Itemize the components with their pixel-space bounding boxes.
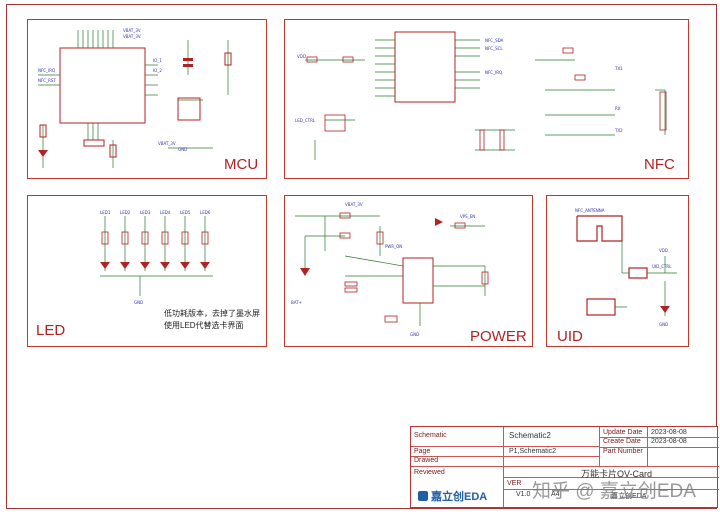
svg-text:GND: GND: [659, 322, 668, 327]
svg-text:VPS_EN: VPS_EN: [460, 214, 475, 219]
uid-label: UID: [557, 328, 583, 345]
svg-text:NFC_SCL: NFC_SCL: [485, 46, 503, 51]
power-block: VBAT_3V VPS_EN PWR_ON BAT+ GND POWER: [284, 195, 533, 347]
reviewed-field-label: Reviewed: [414, 469, 445, 476]
svg-text:VDD: VDD: [297, 54, 306, 59]
led-schematic-drawing: LED1 LED2 LED3 LED4 LED5 LED6 GND: [100, 210, 213, 305]
drawed-field-label: Drawed: [414, 457, 439, 464]
frame-right: [716, 4, 717, 508]
update-date-label: Update Date: [603, 429, 643, 436]
led-label: LED: [36, 322, 66, 339]
zhihu-watermark: 知乎 @ 嘉立创EDA: [532, 481, 696, 502]
svg-text:LED6: LED6: [200, 210, 211, 215]
svg-text:RX: RX: [615, 106, 621, 111]
page-field-value: P1,Schematic2: [509, 448, 557, 455]
svg-text:NFC_SDA: NFC_SDA: [485, 38, 504, 43]
svg-text:UID_CTRL: UID_CTRL: [652, 264, 672, 269]
company-name: 嘉立创EDA: [611, 493, 647, 500]
mcu-label: MCU: [224, 156, 259, 173]
update-date-value: 2023-08-08: [651, 429, 687, 436]
svg-text:NFC_IRQ: NFC_IRQ: [485, 70, 502, 75]
svg-text:LED5: LED5: [180, 210, 191, 215]
frame-bottom: [6, 508, 717, 509]
size-value: A4: [551, 491, 560, 498]
easyeda-logo: 嘉立创EDA: [418, 488, 487, 504]
svg-text:VDD: VDD: [659, 248, 668, 253]
ver-value: V1.0: [516, 491, 531, 498]
svg-text:GND: GND: [178, 147, 187, 152]
svg-text:IO_1: IO_1: [153, 58, 162, 63]
svg-text:LED_CTRL: LED_CTRL: [295, 118, 316, 123]
led-note-line-1: 低功耗版本，去掉了墨水屏: [164, 309, 260, 318]
svg-text:TX2: TX2: [614, 128, 623, 133]
svg-text:NFC_IRQ: NFC_IRQ: [38, 68, 55, 73]
cloud-logo-icon: [418, 491, 428, 501]
uid-schematic-drawing: NFC_ANTENNA UID_CTRL VDD GND: [575, 208, 677, 327]
led-note-line-2: 使用LED代替选卡界面: [164, 321, 244, 330]
led-note: 低功耗版本，去掉了墨水屏 使用LED代替选卡界面: [164, 308, 260, 332]
svg-text:VBAT_3V: VBAT_3V: [123, 28, 141, 33]
svg-text:IO_2: IO_2: [153, 68, 162, 73]
svg-text:VBAT_3V: VBAT_3V: [345, 202, 363, 207]
power-label: POWER: [470, 328, 527, 345]
page-field-label: Page: [414, 448, 431, 455]
svg-text:NFC_RST: NFC_RST: [38, 78, 56, 83]
schematic-field-label: Schematic: [414, 432, 447, 439]
svg-text:VBAT_3V: VBAT_3V: [123, 34, 141, 39]
svg-text:LED1: LED1: [100, 210, 111, 215]
create-date-label: Create Date: [603, 438, 641, 445]
title-block: Schematic Schematic2 Page P1,Schematic2 …: [410, 426, 719, 508]
svg-text:LED4: LED4: [160, 210, 171, 215]
project-title: 万能卡片OV-Card: [581, 469, 653, 479]
svg-text:BAT+: BAT+: [291, 300, 302, 305]
nfc-label: NFC: [644, 156, 675, 173]
led-block: LED1 LED2 LED3 LED4 LED5 LED6 GND 低功耗版本，去掉了墨…: [27, 195, 267, 347]
svg-text:LED3: LED3: [140, 210, 151, 215]
power-schematic-drawing: VBAT_3V VPS_EN PWR_ON BAT+ GND: [291, 202, 489, 337]
svg-text:PWR_ON: PWR_ON: [385, 244, 402, 249]
svg-text:LED2: LED2: [120, 210, 131, 215]
svg-text:VBAT_3V: VBAT_3V: [158, 141, 176, 146]
svg-text:GND: GND: [134, 300, 143, 305]
logo-text: 嘉立创EDA: [431, 491, 488, 503]
svg-text:GND: GND: [410, 332, 419, 337]
create-date-value: 2023-08-08: [651, 438, 687, 445]
frame-left: [6, 4, 7, 508]
part-number-label: Part Number: [603, 448, 643, 455]
frame-top: [6, 4, 717, 5]
uid-block: NFC_ANTENNA UID_CTRL VDD GND UID: [546, 195, 689, 347]
svg-text:NFC_ANTENNA: NFC_ANTENNA: [575, 208, 605, 213]
svg-text:TX1: TX1: [614, 66, 623, 71]
ver-label: VER: [507, 480, 522, 487]
schematic-field-value: Schematic2: [509, 431, 551, 440]
